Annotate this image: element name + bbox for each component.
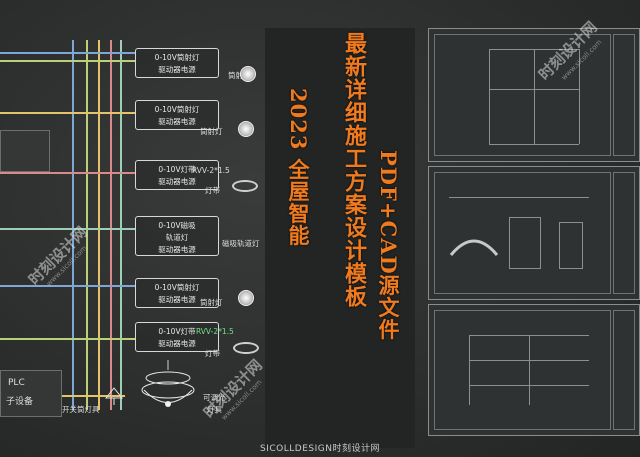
bus-line [72,40,74,410]
driver-box-6: 0-10V灯带 驱动器电源 [135,322,219,352]
title-year: 2023 全屋智能 [286,88,311,247]
driver-label: 0-10V灯带 [158,327,196,336]
feed-line [0,60,135,62]
sheet-frame [434,34,611,156]
arc-detail-icon [449,239,499,256]
floorplan-wall [489,49,490,144]
bus-line [86,40,88,410]
detail-line [559,222,583,269]
downlight-icon [238,121,254,137]
downlight-icon [238,290,254,306]
driver-label: 驱动器电源 [158,339,196,348]
drawing-sheet-floorplan [428,28,640,162]
fixture-label: 灯带 [205,349,220,358]
wiring-line [469,335,470,405]
cable-label: RVV-2*1.5 [192,166,230,175]
driver-label: 驱动器电源 [158,295,196,304]
driver-label: 驱动器电源 [158,177,196,186]
driver-label: 驱动器电源 [158,117,196,126]
driver-label: 0-10V筒射灯 [154,105,200,114]
drawing-sheet-wiring [428,304,640,436]
footer-brand: SICOLLDESIGN时刻设计网 [260,444,380,454]
detail-line [509,217,541,269]
driver-label: 0-10V磁吸 [158,221,196,230]
feed-line [0,172,135,174]
fixture-label: 筒射灯 [228,70,251,81]
dimmable-label: 可调光 [203,393,226,402]
driver-box-5: 0-10V筒射灯 驱动器电源 [135,278,219,308]
title-block: 最新详细施工方案设计模板 2023 全屋智能 PDF+CAD源文件 [265,28,415,448]
title-bar [613,310,635,430]
driver-box-2: 0-10V筒射灯 驱动器电源 [135,100,219,130]
driver-label: 驱动器电源 [158,65,196,74]
sheet-frame [434,310,611,430]
feed-line [0,52,135,54]
driver-box-1: 0-10V筒射灯 驱动器电源 [135,48,219,78]
driver-label: 轨道灯 [165,233,189,242]
title-format: PDF+CAD源文件 [376,150,401,341]
driver-label: 驱动器电源 [158,245,196,254]
dimmable-label: 灯具 [207,405,222,414]
feed-line [0,112,135,114]
feed-line [0,395,125,397]
lamp-icon [104,387,124,405]
feed-line [0,228,135,230]
switch-lamp-label: 开关筒灯具 [62,405,100,414]
controller-panel [0,130,50,172]
cable-label: RVV-2*1.5 [196,327,234,336]
title-main: 最新详细施工方案设计模板 [341,32,367,308]
title-bar [613,172,635,294]
fixture-label: 筒射灯 [200,298,223,307]
detail-line [449,197,589,198]
light-strip-icon [233,342,259,354]
fixture-label: 磁吸轨道灯 [222,239,260,248]
driver-label: 0-10V筒射灯 [154,53,200,62]
downlight-icon [240,66,256,82]
driver-box-3: 0-10V灯带 驱动器电源 [135,160,219,190]
light-strip-icon [232,180,258,192]
bus-line [98,40,100,410]
device-label: 子设备 [6,397,34,407]
floorplan-wall [534,49,535,144]
bus-line [110,40,112,410]
sheet-frame [434,172,611,294]
floorplan-wall [579,49,580,144]
driver-label: 0-10V筒射灯 [154,283,200,292]
drawing-sheet-details [428,166,640,300]
fixture-label: 灯带 [205,186,220,195]
fixture-label: 筒射灯 [200,127,223,136]
driver-label: 0-10V灯带 [158,165,196,174]
title-bar [613,34,635,156]
chandelier-icon [141,360,195,407]
feed-line [0,338,135,340]
feed-line [0,285,135,287]
plc-label: PLC [8,378,25,388]
wiring-line [529,335,530,405]
floorplan-wall [489,144,579,145]
bus-line [120,40,122,410]
driver-box-4: 0-10V磁吸 轨道灯 驱动器电源 [135,216,219,256]
plc-panel [0,370,62,417]
